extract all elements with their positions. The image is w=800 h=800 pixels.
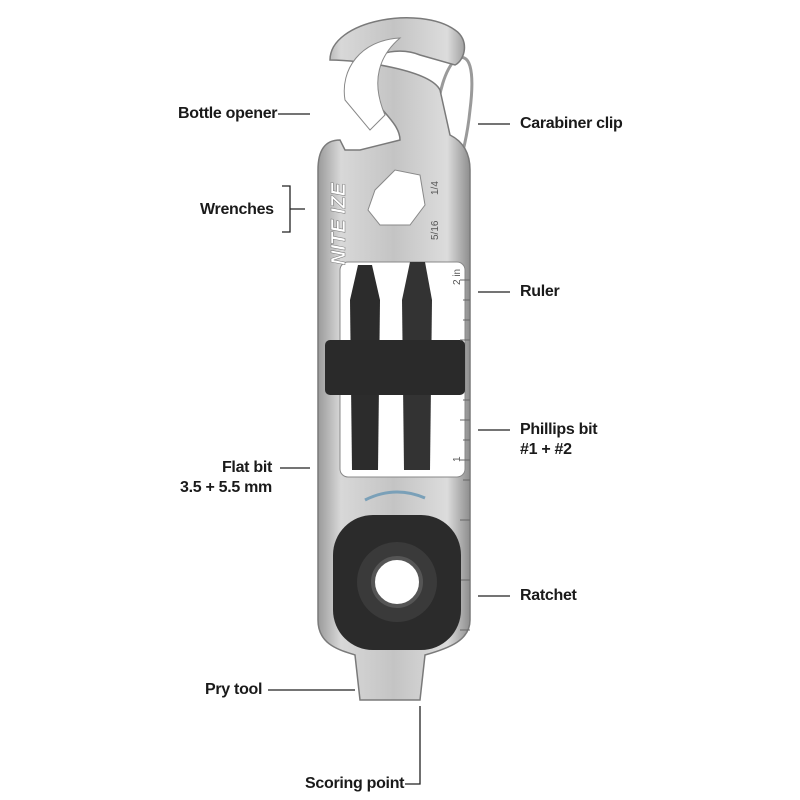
bit-holder-band bbox=[325, 340, 465, 395]
ratchet-socket bbox=[371, 556, 423, 608]
ruler-mark-1: 1 bbox=[452, 456, 463, 462]
ruler-mark-2in: 2 in bbox=[452, 269, 463, 285]
wrench-size-1: 1/4 bbox=[430, 181, 441, 195]
phillips-bit-sizes: #1 + #2 bbox=[520, 441, 572, 458]
wrench-size-2: 5/16 bbox=[430, 220, 441, 240]
flat-bit-title: Flat bit bbox=[221, 459, 272, 476]
callout-wrenches: Wrenches bbox=[200, 201, 274, 218]
brand-mark: NITE IZE bbox=[328, 182, 350, 265]
callout-ratchet: Ratchet bbox=[520, 587, 577, 604]
callout-bottle-opener: Bottle opener bbox=[178, 105, 278, 122]
callout-carabiner-clip: Carabiner clip bbox=[520, 115, 623, 132]
flat-bit-sizes: 3.5 + 5.5 mm bbox=[179, 479, 272, 496]
callout-pry-tool: Pry tool bbox=[205, 681, 263, 698]
callout-phillips-bit: Phillips bit #1 + #2 bbox=[520, 420, 598, 460]
leader-lines bbox=[268, 113, 510, 785]
direction-arrow bbox=[364, 490, 426, 502]
callout-flat-bit: Flat bit 3.5 + 5.5 mm bbox=[180, 458, 272, 498]
phillips-bit-title: Phillips bit bbox=[520, 421, 598, 438]
hex-wrench-hole bbox=[367, 169, 426, 226]
callout-ruler: Ruler bbox=[520, 283, 560, 300]
bottle-opener-slot bbox=[343, 37, 402, 131]
callout-scoring-point: Scoring point bbox=[305, 775, 405, 792]
